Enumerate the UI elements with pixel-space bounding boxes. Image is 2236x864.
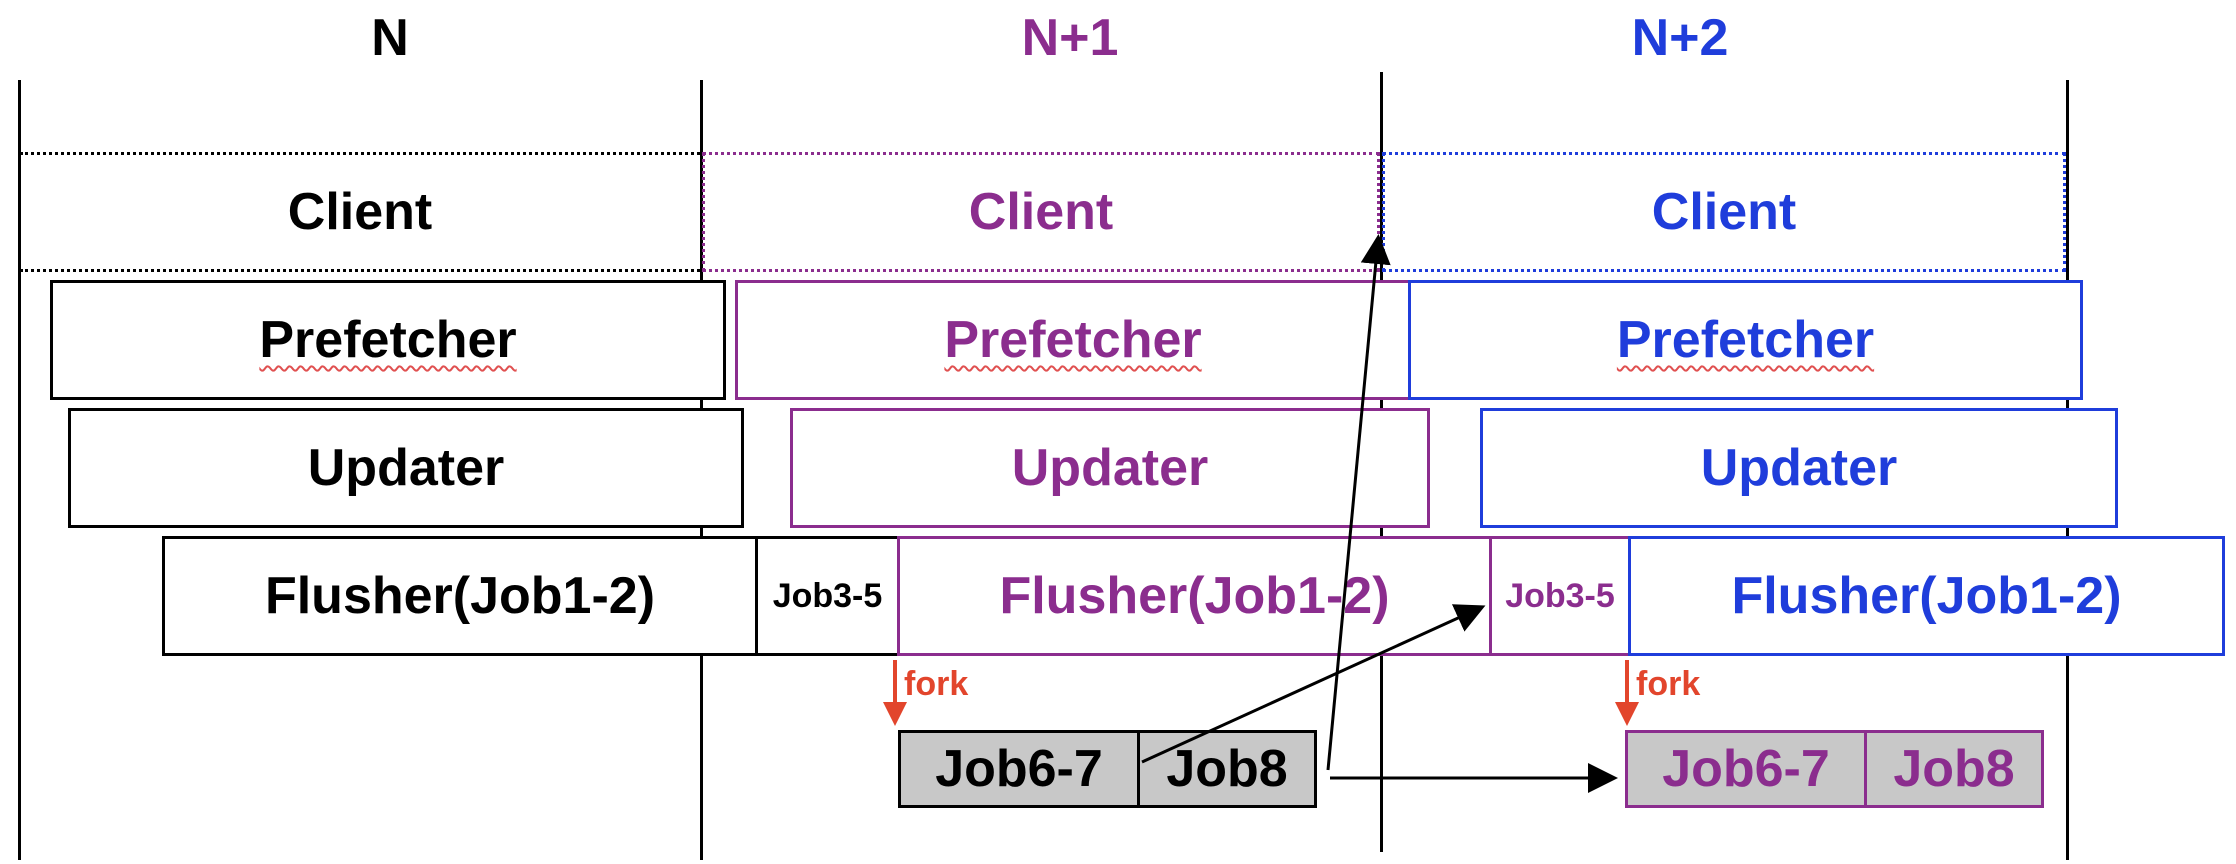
column-header-n: N (371, 9, 409, 67)
job8-box-forked-n1: Job8 (1137, 730, 1317, 808)
updater-box-n1: Updater (790, 408, 1430, 528)
prefetcher-box-n: Prefetcher (50, 280, 726, 400)
prefetcher-label-n: Prefetcher (259, 311, 517, 369)
flusher-box-n2: Flusher(Job1-2) (1628, 536, 2225, 656)
prefetcher-box-n2: Prefetcher (1408, 280, 2083, 400)
prefetcher-box-n1: Prefetcher (735, 280, 1411, 400)
arrow-job8-to-client (1326, 234, 1391, 771)
job67-box-forked-n1: Job6-7 (898, 730, 1140, 808)
job8-box-forked-n2: Job8 (1864, 730, 2044, 808)
fork-label-n1: fork (904, 665, 969, 703)
boundary-line-0 (18, 80, 21, 860)
prefetcher-label-n2: Prefetcher (1616, 311, 1875, 369)
column-header-n2: N+2 (1631, 9, 1729, 67)
fork-label-n2: fork (1636, 665, 1701, 703)
column-header-n1: N+1 (1021, 9, 1119, 67)
job35-box-n1: Job3-5 (1489, 536, 1631, 656)
arrow-job67-to-job35 (1141, 604, 1486, 764)
updater-box-n: Updater (68, 408, 744, 528)
prefetcher-label-n1: Prefetcher (944, 311, 1202, 369)
client-box-n: Client (20, 152, 700, 272)
client-box-n2: Client (1382, 152, 2066, 272)
client-box-n1: Client (702, 152, 1380, 272)
updater-box-n2: Updater (1480, 408, 2118, 528)
flusher-box-n1: Flusher(Job1-2) (897, 536, 1492, 656)
job35-box-n: Job3-5 (755, 536, 900, 656)
job67-box-forked-n2: Job6-7 (1625, 730, 1867, 808)
